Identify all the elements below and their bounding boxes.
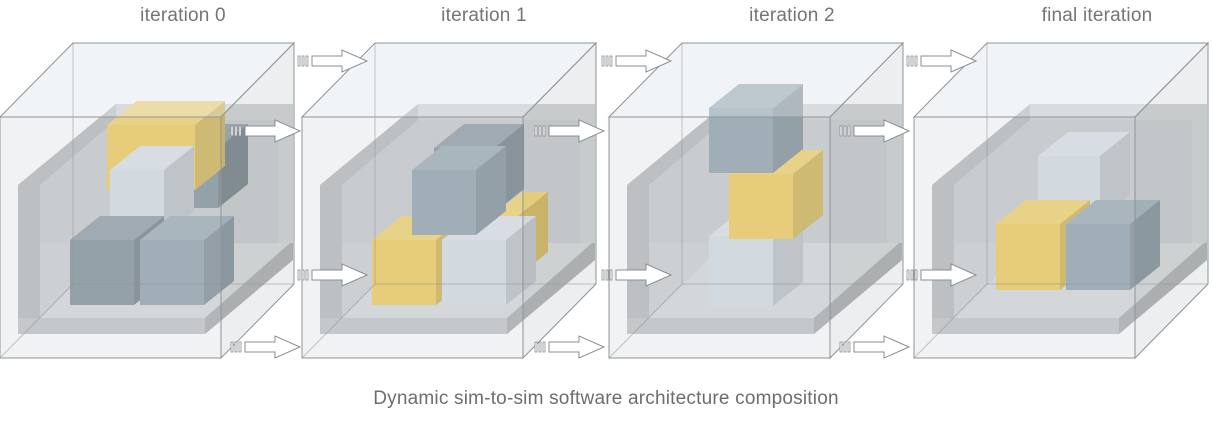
arrow-right-icon [534, 119, 606, 143]
block-light [110, 146, 194, 235]
arrow-right-icon [601, 49, 673, 73]
diagram-caption: Dynamic sim-to-sim software architecture… [373, 388, 839, 409]
iteration-box-1 [300, 41, 598, 360]
arrow-right-icon [230, 335, 302, 359]
iteration-label-2: iteration 2 [749, 5, 835, 26]
arrow-right-icon [906, 49, 978, 73]
iteration-label-3: final iteration [1041, 5, 1153, 26]
arrow-right-icon [297, 49, 369, 73]
arrow-right-icon [839, 119, 911, 143]
arrow-right-icon [534, 335, 606, 359]
block-mid [140, 216, 234, 305]
iteration-box-3 [912, 41, 1210, 360]
arrow-right-icon [230, 119, 302, 143]
block-mid [412, 146, 506, 235]
iteration-label-0: iteration 0 [140, 5, 226, 26]
arrow-right-icon [906, 263, 978, 287]
arrow-right-icon [839, 335, 911, 359]
arrow-right-icon [297, 263, 369, 287]
iteration-label-1: iteration 1 [441, 5, 527, 26]
iteration-box-0 [0, 41, 296, 360]
iteration-box-2 [607, 41, 905, 360]
block-mid [1066, 200, 1160, 290]
arrow-right-icon [601, 263, 673, 287]
